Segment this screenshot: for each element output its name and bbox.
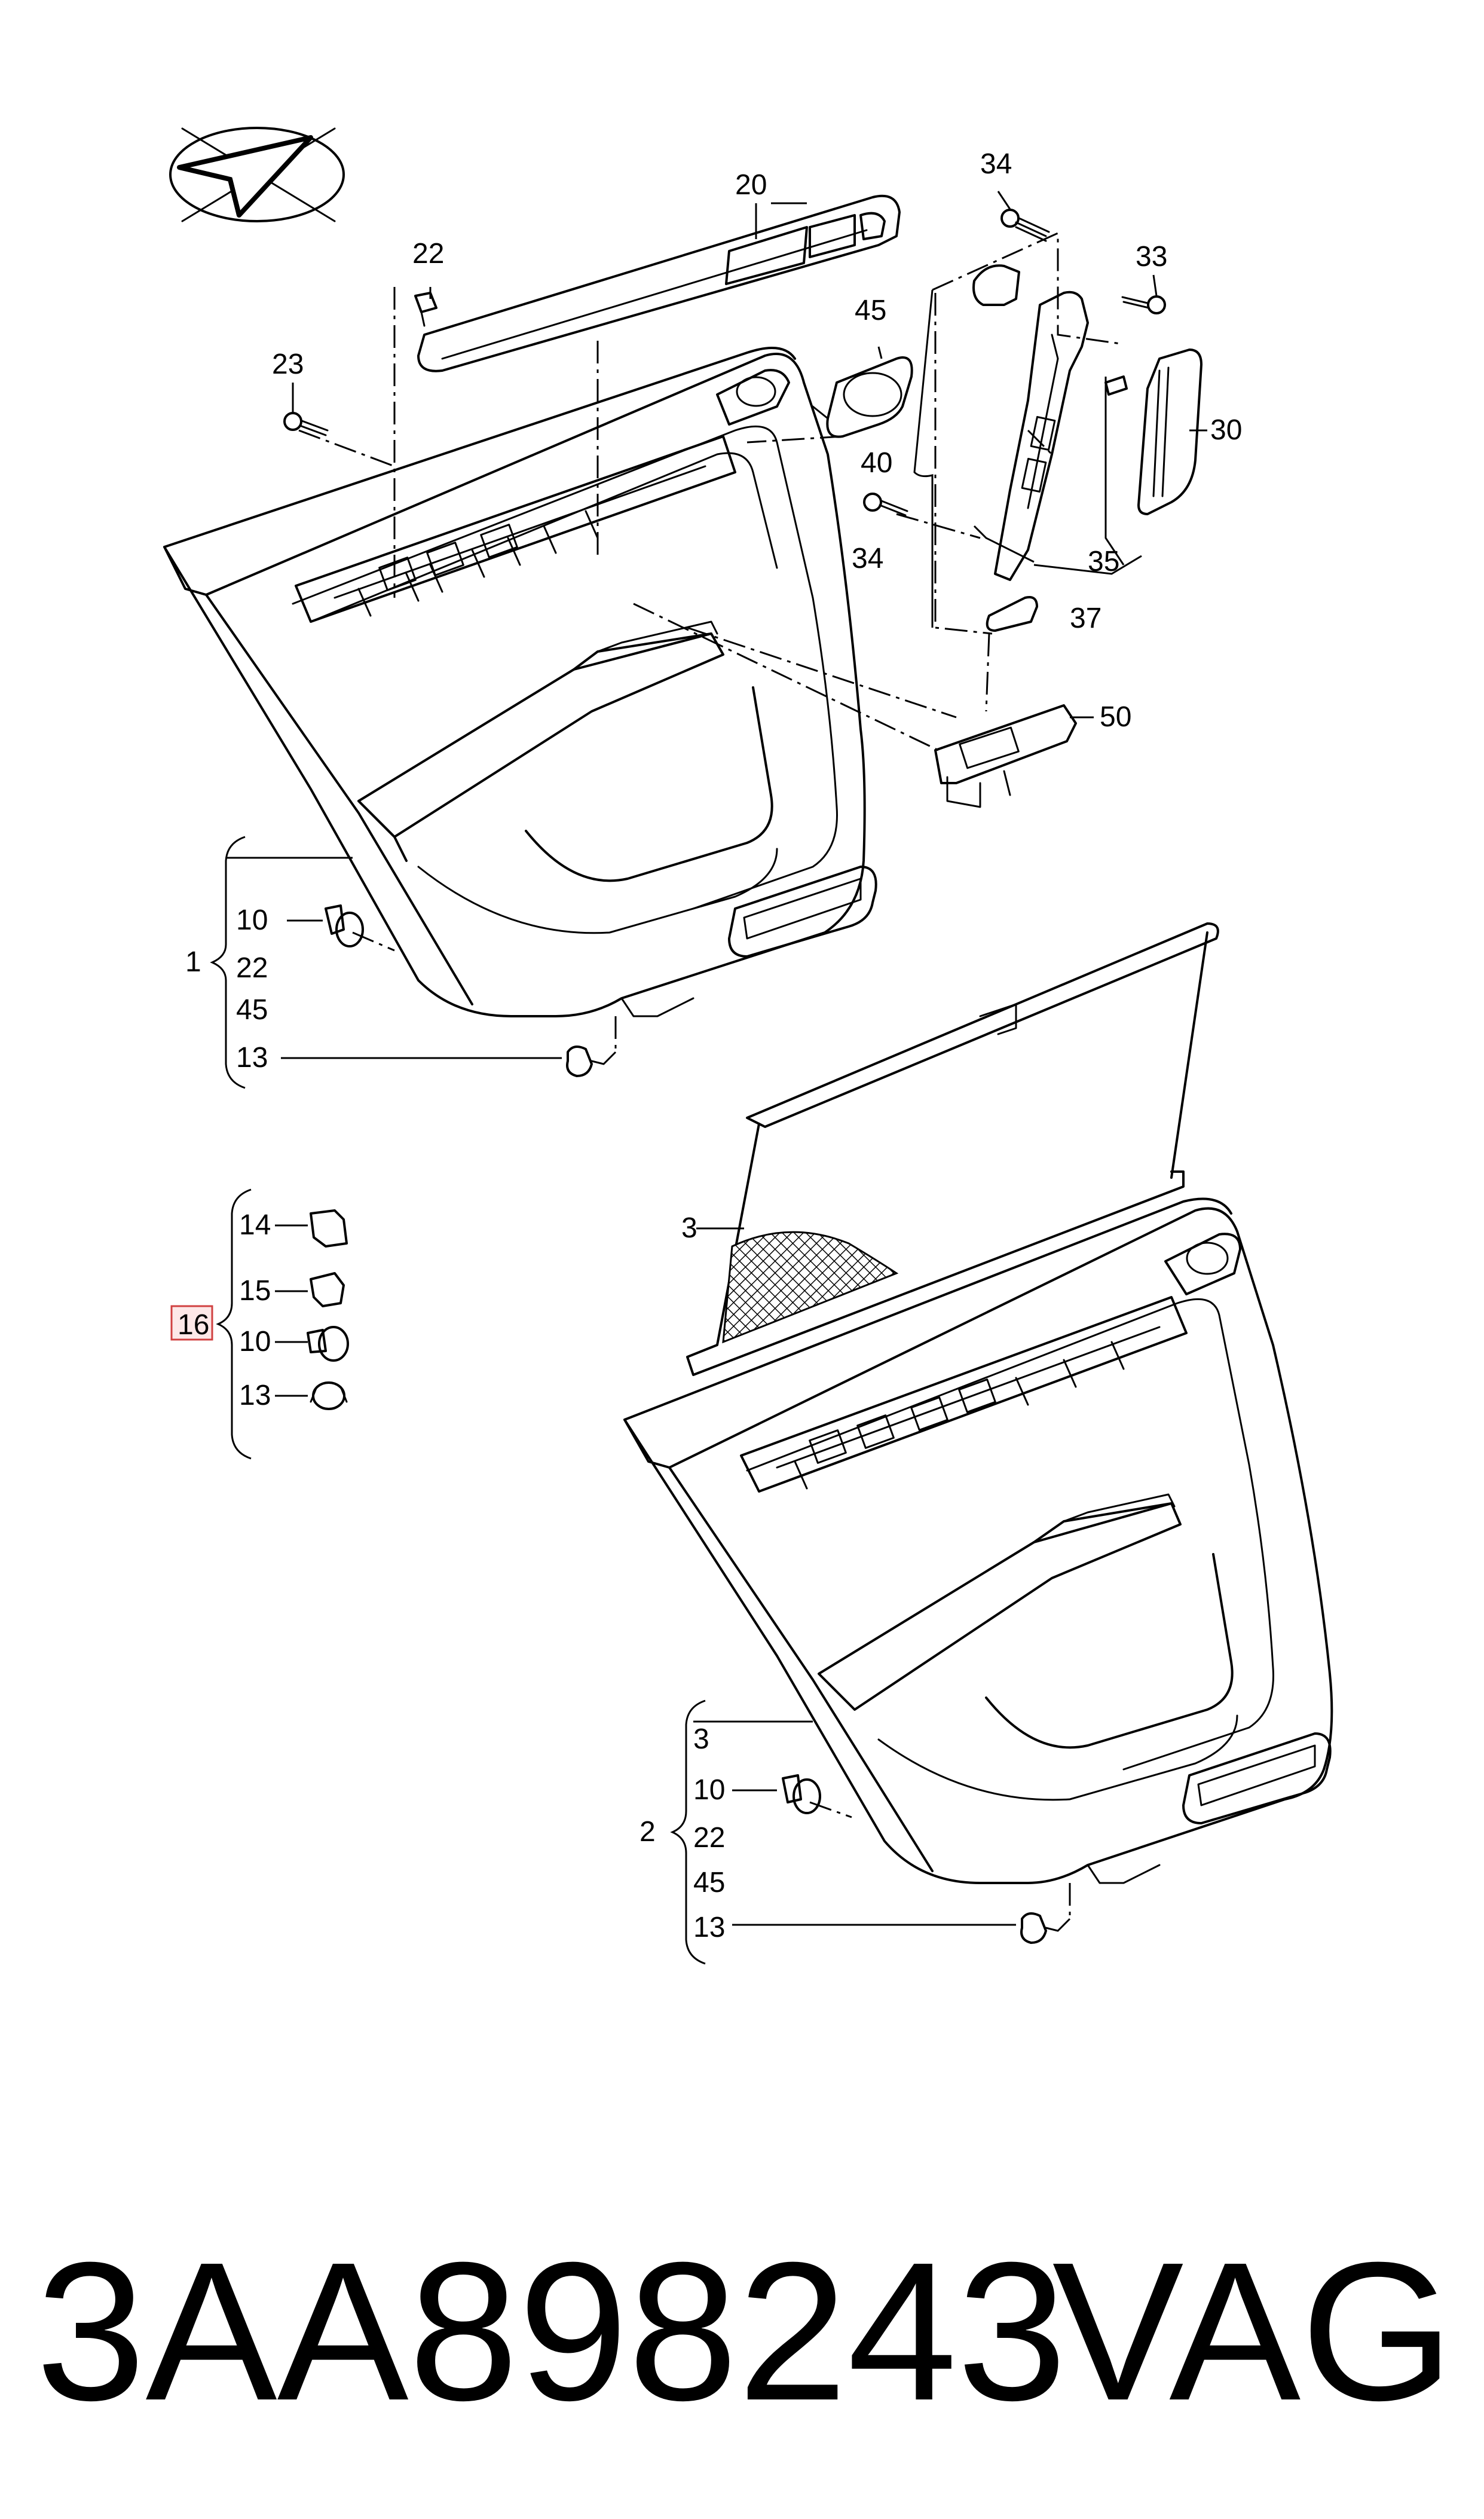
insulation-mat-part-3	[686, 922, 1219, 1376]
label-g16-14: 14	[239, 1209, 271, 1241]
window-switch-part-50	[934, 704, 1077, 808]
label-45: 45	[855, 295, 886, 326]
bracket-group-16: 16 14 15 10 13	[170, 1188, 349, 1460]
switch-cover-part-30	[1137, 348, 1203, 515]
labels-upper: 20 22 23 34 33 45 30 40 34 35 37 50 1 10…	[185, 148, 1242, 1074]
door-trim-panel-lower	[623, 1197, 1333, 1884]
footer: 3AA898243 VAG	[0, 2206, 1484, 2457]
clip-part-22-top	[414, 292, 437, 327]
clip-part-10-lower	[782, 1774, 821, 1814]
label-g16-10: 10	[239, 1326, 271, 1358]
label-37: 37	[1070, 603, 1101, 634]
label-30: 30	[1210, 414, 1242, 446]
highlight-box-16	[170, 1305, 213, 1341]
part-number: 3AA898243	[36, 2221, 1067, 2441]
label-g1-13: 13	[236, 1042, 268, 1074]
speaker-grille-part-45	[812, 356, 913, 438]
leader-solid-upper	[227, 191, 1207, 1059]
clip-part-35	[1104, 375, 1128, 396]
label-22: 22	[412, 238, 444, 270]
label-g16-13: 13	[239, 1380, 271, 1411]
label-20: 20	[735, 169, 767, 201]
label-group-16: 16	[178, 1309, 209, 1341]
label-23: 23	[272, 348, 304, 380]
label-35: 35	[1088, 546, 1119, 577]
label-g2-10: 10	[693, 1774, 725, 1806]
door-trim-panel-upper	[163, 347, 877, 1017]
screw-part-23	[283, 412, 329, 436]
clip-part-10-upper	[325, 904, 364, 947]
label-g2-13: 13	[693, 1912, 725, 1943]
bracket-group-1	[210, 836, 246, 1089]
label-34-top: 34	[980, 148, 1012, 180]
label-g16-15: 15	[239, 1275, 271, 1307]
screw-part-34-top	[1000, 209, 1050, 242]
screw-part-33	[1121, 295, 1166, 314]
trim-strip-part-20	[417, 194, 901, 372]
clip-part-14	[310, 1209, 348, 1248]
clip-part-13-group16	[310, 1381, 348, 1410]
clip-part-10-group16	[307, 1326, 349, 1362]
leader-lines-upper	[298, 231, 1121, 1065]
label-40: 40	[861, 447, 892, 479]
label-group-2: 2	[640, 1816, 656, 1848]
forward-arrow-icon	[169, 127, 345, 222]
label-g2-45: 45	[693, 1867, 725, 1899]
brand-name: VAG	[1052, 2221, 1454, 2441]
screw-part-40	[863, 493, 908, 516]
labels-lower: 3 2 3 10 22 45 13	[640, 1212, 725, 1943]
label-g2-22: 22	[693, 1822, 725, 1854]
clip-part-13-upper	[566, 1045, 605, 1077]
clip-part-15	[310, 1272, 345, 1307]
label-g1-10: 10	[236, 904, 268, 936]
clip-part-13-lower	[1020, 1912, 1059, 1944]
label-50: 50	[1100, 701, 1131, 733]
door-handle-assembly-part-37	[972, 264, 1089, 632]
label-3: 3	[681, 1212, 697, 1244]
label-34-mid: 34	[852, 543, 883, 574]
label-g1-45: 45	[236, 994, 268, 1026]
label-g1-22: 22	[236, 952, 268, 984]
label-g2-3: 3	[693, 1723, 709, 1755]
leader-solid-lower	[693, 1227, 1016, 1926]
label-group-1: 1	[185, 946, 201, 978]
bracket-group-2	[670, 1699, 706, 1965]
label-33: 33	[1136, 241, 1167, 273]
leader-lines-lower	[809, 1801, 1071, 1932]
